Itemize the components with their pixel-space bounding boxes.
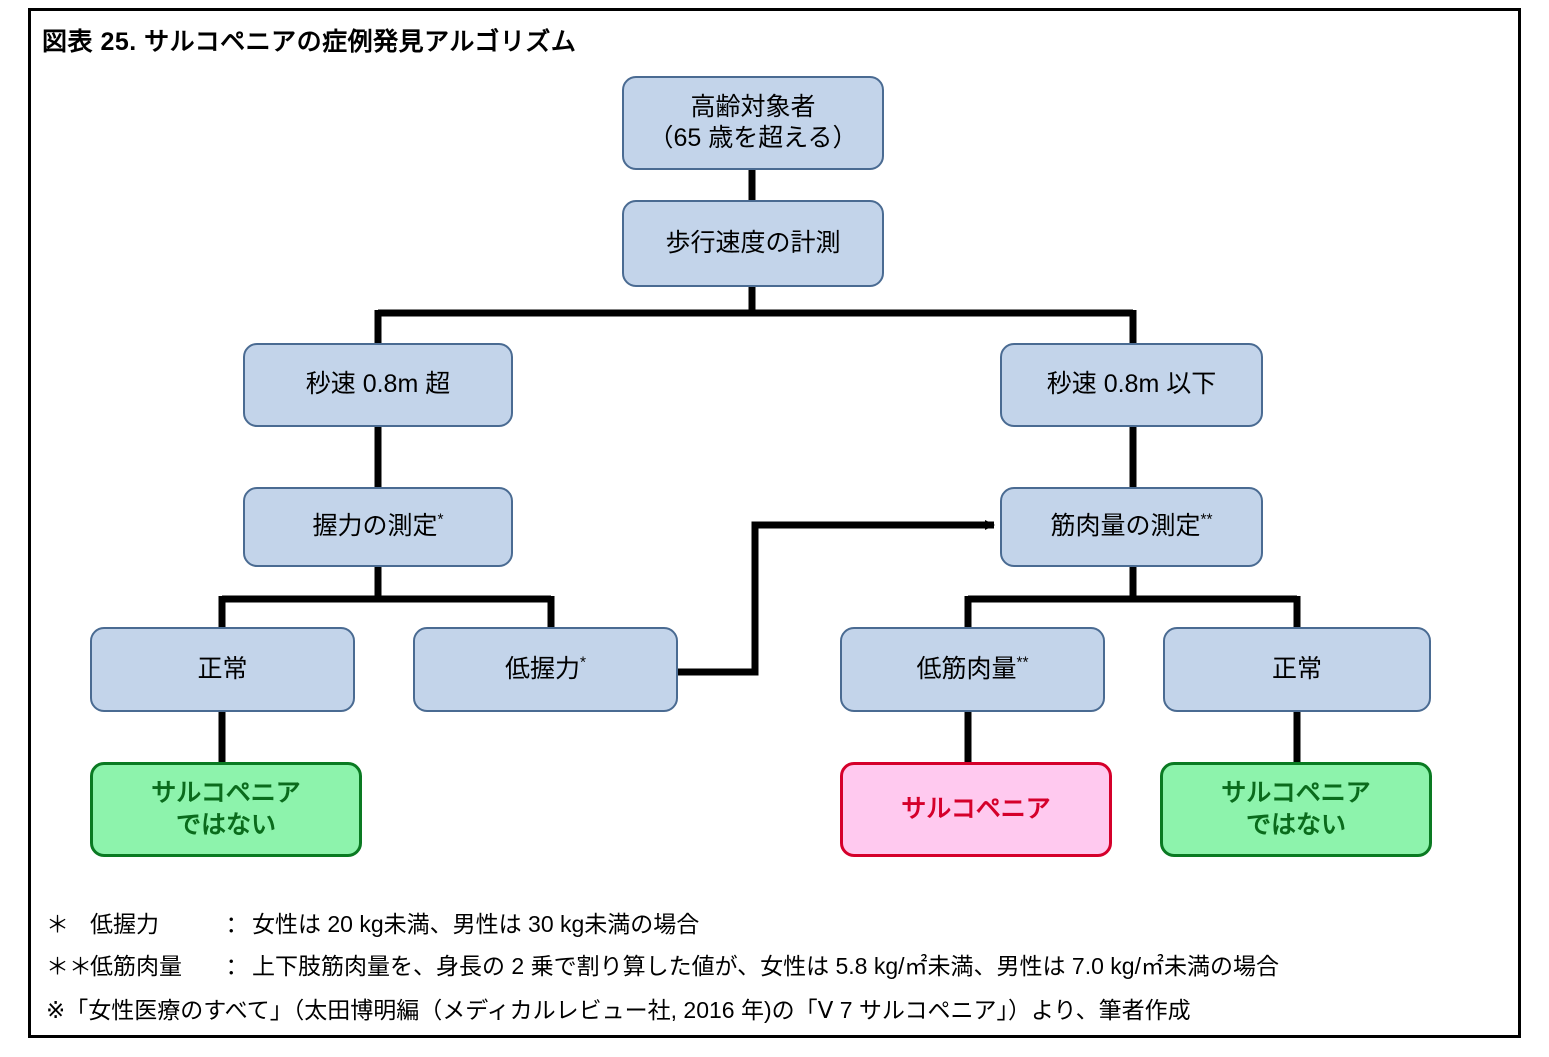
- footnote-text: 女性は 20 kg未満、男性は 30 kg未満の場合: [252, 911, 700, 937]
- node-label: 低握力*: [504, 654, 587, 683]
- footnote-marker-single: *: [579, 654, 587, 672]
- node-not-sarcopenia-left[interactable]: サルコペニア ではない: [90, 762, 362, 857]
- node-label: 高齢対象者 （65 歳を超える）: [648, 92, 858, 152]
- node-elderly-subject[interactable]: 高齢対象者 （65 歳を超える）: [622, 76, 884, 170]
- node-muscle-normal[interactable]: 正常: [1163, 627, 1431, 712]
- node-sarcopenia[interactable]: サルコペニア: [840, 762, 1112, 857]
- node-label: 正常: [1271, 654, 1322, 683]
- footnote-mark: ＊: [46, 911, 69, 937]
- footnotes: ＊ 低握力 ： 女性は 20 kg未満、男性は 30 kg未満の場合 ＊＊ 低筋…: [46, 905, 1496, 1025]
- footnote-marker-double: **: [1200, 512, 1213, 530]
- footnote-marker-single: *: [437, 512, 444, 530]
- node-label: サルコペニア: [901, 794, 1051, 823]
- node-speed-above-0-8[interactable]: 秒速 0.8m 超: [243, 343, 513, 427]
- footnote-low-grip: ＊ 低握力 ： 女性は 20 kg未満、男性は 30 kg未満の場合: [46, 905, 1496, 939]
- node-label: サルコペニア ではない: [151, 779, 301, 839]
- node-muscle-mass-measurement[interactable]: 筋肉量の測定**: [1000, 487, 1263, 567]
- node-label: 握力の測定*: [312, 512, 444, 541]
- footnote-low-muscle-mass: ＊＊ 低筋肉量 ： 上下肢筋肉量を、身長の 2 乗で割り算した値が、女性は 5.…: [46, 947, 1496, 981]
- node-label: 秒速 0.8m 以下: [1046, 370, 1217, 399]
- node-label: 秒速 0.8m 超: [305, 370, 451, 399]
- footnote-text: 上下肢筋肉量を、身長の 2 乗で割り算した値が、女性は 5.8 kg/㎡未満、男…: [252, 953, 1279, 979]
- node-grip-normal[interactable]: 正常: [90, 627, 355, 712]
- node-label: 歩行速度の計測: [665, 228, 841, 257]
- footnote-term: 低握力: [90, 911, 159, 937]
- node-low-grip-strength[interactable]: 低握力*: [413, 627, 678, 712]
- footnote-term: 低筋肉量: [90, 953, 182, 979]
- footnote-separator: ：: [225, 911, 249, 937]
- node-label: 低筋肉量**: [916, 654, 1029, 683]
- node-label: サルコペニア ではない: [1221, 779, 1371, 839]
- node-speed-at-or-below-0-8[interactable]: 秒速 0.8m 以下: [1000, 343, 1263, 427]
- footnote-separator: ：: [225, 953, 249, 979]
- node-gait-speed-measurement[interactable]: 歩行速度の計測: [622, 200, 884, 287]
- figure-source: ※「女性医療のすべて」（太田博明編（メディカルレビュー社, 2016 年)の「Ⅴ…: [46, 997, 1191, 1023]
- footnote-marker-double: **: [1016, 654, 1029, 672]
- node-label: 正常: [197, 654, 248, 683]
- footnote-mark: ＊＊: [46, 953, 92, 979]
- node-low-muscle-mass[interactable]: 低筋肉量**: [840, 627, 1105, 712]
- node-grip-strength-measurement[interactable]: 握力の測定*: [243, 487, 513, 567]
- figure-title: 図表 25. サルコペニアの症例発見アルゴリズム: [42, 28, 577, 56]
- node-label: 筋肉量の測定**: [1050, 512, 1213, 541]
- node-not-sarcopenia-right[interactable]: サルコペニア ではない: [1160, 762, 1432, 857]
